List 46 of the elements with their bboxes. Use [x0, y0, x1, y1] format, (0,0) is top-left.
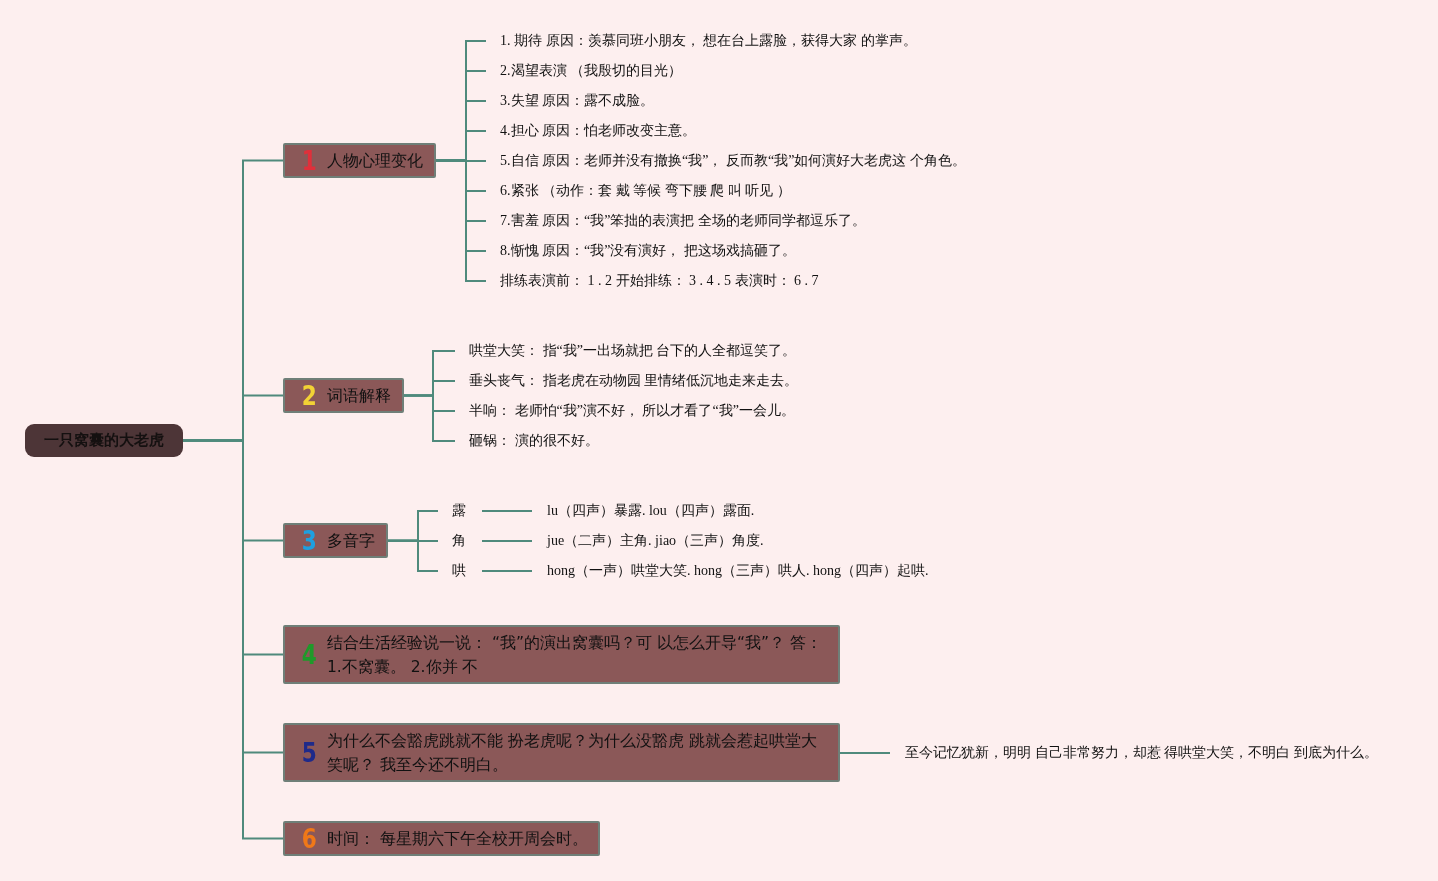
branch-title: 时间： 每星期六下午全校开周会时。: [327, 828, 589, 850]
leaf-text: 8.惭愧 原因：“我”没有演好， 把这场戏搞砸了。: [500, 242, 796, 260]
branch-number: 1: [301, 145, 318, 176]
leaf-text: hong（一声）哄堂大笑. hong（三声）哄人. hong（四声）起哄.: [547, 562, 929, 580]
root-topic-box: 一只窝囊的大老虎: [25, 424, 183, 457]
connector-line: [481, 540, 533, 542]
branch-number: 2: [301, 380, 318, 411]
leaf-text: 垂头丧气： 指老虎在动物园 里情绪低沉地走来走去。: [469, 372, 798, 390]
leaf-text: 至今记忆犹新，明明 自己非常努力，却惹 得哄堂大笑，不明白 到底为什么。: [905, 744, 1378, 762]
leaf-text: 3.失望 原因：露不成脸。: [500, 92, 654, 110]
character-label: 角: [452, 532, 466, 550]
connector-line: [435, 159, 487, 282]
leaf-text: jue（二声）主角. jiao（三声）角度.: [547, 532, 764, 550]
connector-line: [403, 394, 456, 442]
leaf-text: 哄堂大笑： 指“我”一出场就把 台下的人全都逗笑了。: [469, 342, 797, 360]
branch-number: 6: [301, 823, 318, 854]
branch-title: 词语解释: [327, 385, 392, 407]
leaf-text: 7.害羞 原因：“我”笨拙的表演把 全场的老师同学都逗乐了。: [500, 212, 866, 230]
branch-title: 多音字: [327, 530, 376, 552]
branch-number: 5: [301, 737, 318, 768]
character-label: 哄: [452, 562, 466, 580]
leaf-text: 半响： 老师怕“我”演不好， 所以才看了“我”一会儿。: [469, 402, 795, 420]
leaf-text: 砸锅： 演的很不好。: [469, 432, 599, 450]
leaf-text: 4.担心 原因：怕老师改变主意。: [500, 122, 696, 140]
connector-line: [481, 510, 533, 512]
connector-line: [387, 539, 439, 572]
branch-topic-box: [283, 821, 600, 856]
connector-line: [839, 752, 891, 754]
branch-topic-box: [283, 625, 840, 684]
leaf-text: lu（四声）暴露. lou（四声）露面.: [547, 502, 755, 520]
branch-number: 3: [301, 525, 318, 556]
branch-topic-box: [283, 143, 436, 178]
leaf-text: 5.自信 原因：老师并没有撤换“我”， 反而教“我”如何演好大老虎这 个角色。: [500, 152, 966, 170]
branch-title: 人物心理变化: [327, 150, 424, 172]
leaf-text: 1. 期待 原因：羡慕同班小朋友， 想在台上露脸，获得大家 的掌声。: [500, 32, 917, 50]
leaf-text: 排练表演前： 1 . 2 开始排练： 3 . 4 . 5 表演时： 6 . 7: [500, 272, 819, 290]
branch-title: 为什么不会豁虎跳就不能 扮老虎呢？为什么没豁虎 跳就会惹起哄堂大笑呢？ 我至今还不明白。: [327, 730, 818, 776]
connector-line: [481, 570, 533, 572]
leaf-text: 6.紧张 （动作：套 戴 等候 弯下腰 爬 叫 听见 ）: [500, 182, 791, 200]
branch-number: 4: [301, 639, 318, 670]
character-label: 露: [452, 502, 466, 520]
branch-title: 结合生活经验说一说： “我”的演出窝囊吗？可 以怎么开导“我”？ 答：1.不窝囊。 2.你并 不: [327, 632, 823, 678]
branch-topic-box: [283, 523, 388, 558]
leaf-text: 2.渴望表演 （我殷切的目光）: [500, 62, 682, 80]
branch-topic-box: [283, 723, 840, 782]
branch-topic-box: [283, 378, 404, 413]
